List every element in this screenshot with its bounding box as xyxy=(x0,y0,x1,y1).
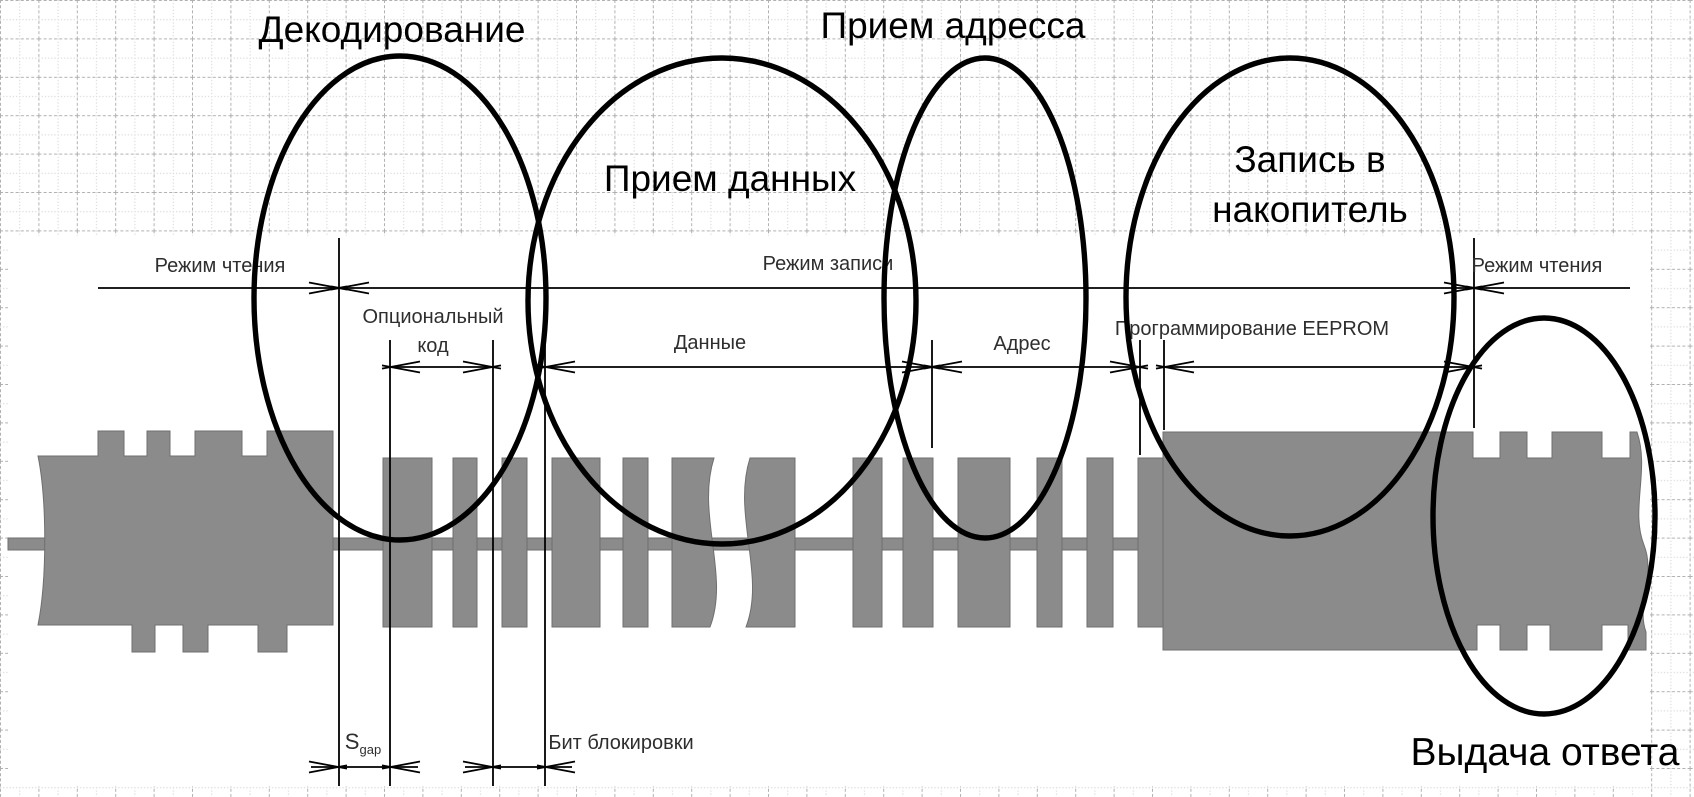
waveform-left-blob xyxy=(37,430,334,653)
label-optional-code-line2: код xyxy=(417,335,449,357)
label-eeprom-programming: Программирование EEPROM xyxy=(1115,318,1389,340)
label-data: Данные xyxy=(674,332,746,354)
s-gap-subscript: gap xyxy=(359,742,381,757)
dimension-arrowheads xyxy=(308,281,1505,774)
pulse-bar xyxy=(1086,457,1114,628)
title-receive-address: Прием адресса xyxy=(820,5,1085,46)
title-write-storage-line2: накопитель xyxy=(1212,189,1408,230)
waveform xyxy=(7,430,1649,653)
ellipse-write-storage xyxy=(1123,55,1457,539)
pulse-bar xyxy=(957,457,1011,628)
pulse-bar xyxy=(622,457,649,628)
title-response: Выдача ответа xyxy=(1411,731,1680,774)
title-receive-data: Прием данных xyxy=(604,158,857,199)
phase-titles: Декодирование Прием адресса Прием данных… xyxy=(259,5,1680,774)
label-lock-bit: Бит блокировки xyxy=(548,732,693,754)
pulse-bar xyxy=(902,457,934,628)
pulse-bar-break-right xyxy=(744,457,796,628)
pulse-bar xyxy=(501,457,528,628)
ellipse-receive-address xyxy=(881,55,1089,541)
waveform-right-blob xyxy=(1162,431,1649,651)
label-read-mode-right: Режим чтения xyxy=(1472,255,1603,277)
ellipse-decode xyxy=(251,53,549,543)
pulse-bar xyxy=(382,457,433,628)
s-gap-symbol: S xyxy=(345,729,360,754)
label-read-mode-left: Режим чтения xyxy=(155,255,286,277)
ellipse-response xyxy=(1430,315,1658,717)
pulse-bar xyxy=(452,457,478,628)
label-address: Адрес xyxy=(993,333,1050,355)
label-s-gap: Sgap xyxy=(345,729,381,757)
label-write-mode: Режим записи xyxy=(763,253,894,275)
ellipse-receive-data xyxy=(525,55,919,547)
pulse-bar xyxy=(551,457,601,628)
title-decode: Декодирование xyxy=(259,9,526,50)
title-write-storage-line1: Запись в xyxy=(1234,139,1385,180)
phase-ellipses xyxy=(251,53,1658,717)
dimension-labels: Режим чтения Режим записи Режим чтения О… xyxy=(155,253,1603,757)
dimension-rules xyxy=(98,287,1630,768)
pulse-bar xyxy=(1137,457,1164,628)
label-optional-code-line1: Опциональный xyxy=(363,306,504,328)
pulse-bar xyxy=(852,457,883,628)
